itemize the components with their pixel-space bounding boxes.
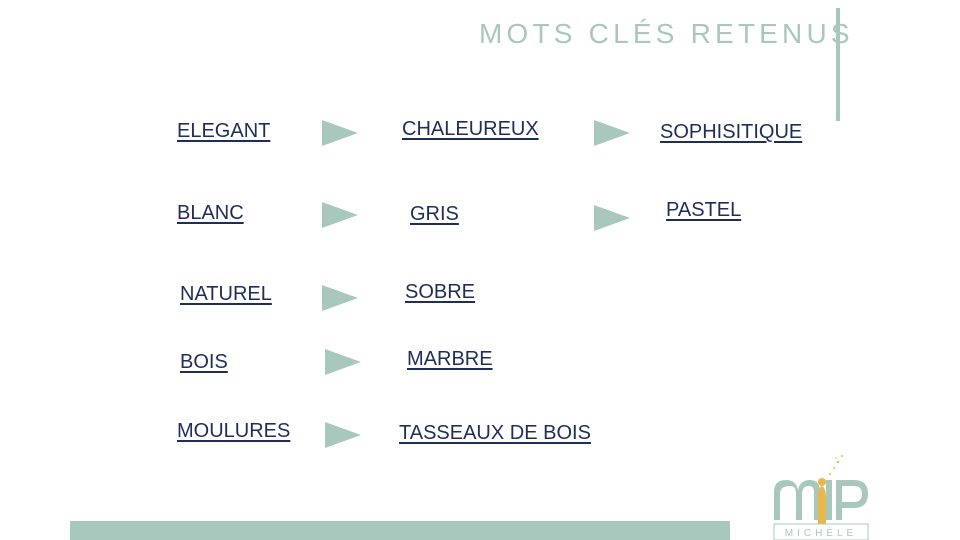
keyword-link[interactable]: MARBRE bbox=[407, 348, 493, 370]
title-accent-bar bbox=[836, 8, 840, 121]
keyword-link[interactable]: ELEGANT bbox=[177, 120, 271, 142]
keyword-link[interactable]: MOULURES bbox=[177, 420, 291, 442]
arrow-right-icon bbox=[594, 205, 630, 231]
keyword-link[interactable]: TASSEAUX DE BOIS bbox=[399, 422, 591, 444]
keyword-link[interactable]: SOBRE bbox=[405, 281, 476, 303]
arrow-right-icon bbox=[322, 285, 358, 311]
mhp-michele-logo: MICHÈLE bbox=[773, 455, 869, 540]
logo-subtitle: MICHÈLE bbox=[785, 526, 857, 539]
keyword-link[interactable]: NATUREL bbox=[180, 283, 272, 305]
keyword-link[interactable]: PASTEL bbox=[666, 199, 742, 221]
arrow-right-icon bbox=[325, 422, 361, 448]
arrow-right-icon bbox=[322, 120, 358, 146]
arrow-right-icon bbox=[594, 120, 630, 146]
keyword-link[interactable]: BOIS bbox=[180, 351, 228, 373]
footer-accent-bar bbox=[70, 521, 730, 540]
keyword-link[interactable]: CHALEUREUX bbox=[402, 118, 539, 140]
arrow-right-icon bbox=[322, 202, 358, 228]
keyword-link[interactable]: BLANC bbox=[177, 202, 244, 224]
arrow-right-icon bbox=[325, 349, 361, 375]
keyword-link[interactable]: SOPHISITIQUE bbox=[660, 121, 803, 143]
slide-title: MOTS CLÉS RETENUS bbox=[479, 18, 854, 49]
keyword-link[interactable]: GRIS bbox=[410, 203, 459, 225]
